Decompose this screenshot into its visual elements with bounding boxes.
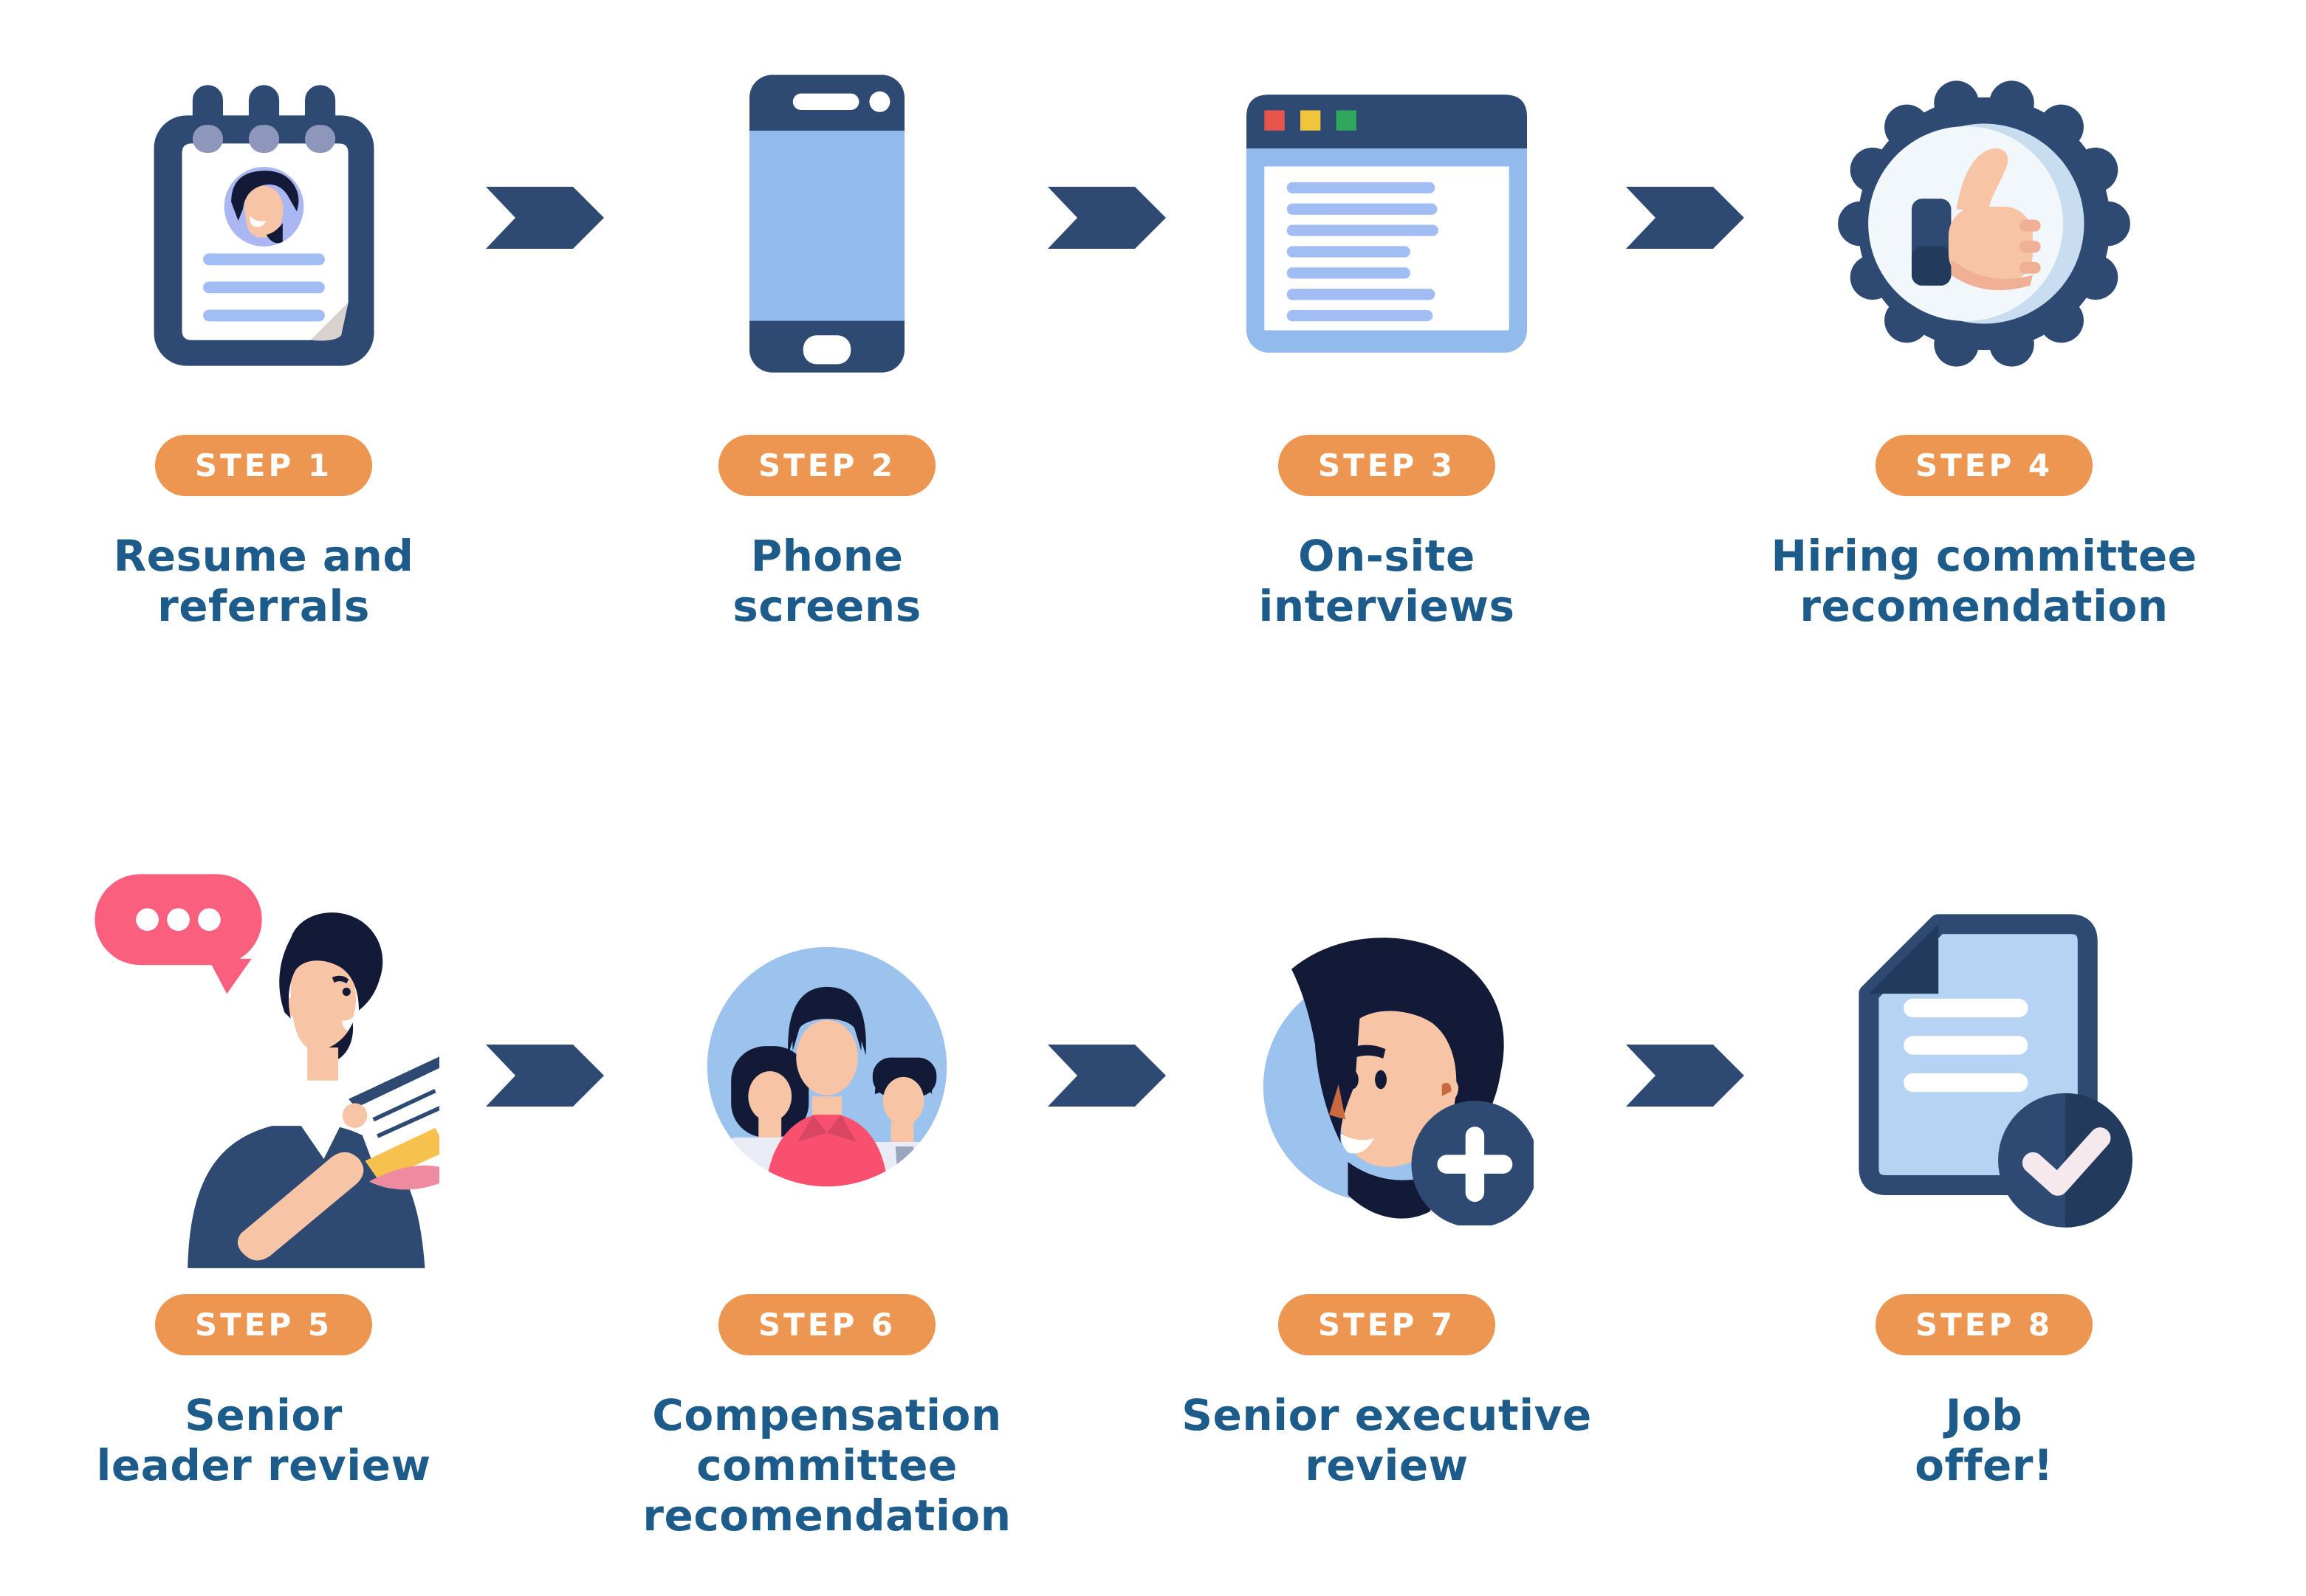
step-1: STEP 1 Resume and referrals [5, 22, 522, 632]
step-3-title: On-site interviews [1258, 531, 1515, 631]
step-6-badge: STEP 6 [718, 1294, 936, 1355]
step-1-badge: STEP 1 [154, 435, 373, 496]
step-6-title: Compensation committee recomendation [642, 1390, 1012, 1541]
executive-person-add-icon [1240, 860, 1534, 1273]
step-4-badge: STEP 4 [1875, 435, 2093, 496]
step-6: STEP 6 Compensation committee recomendat… [569, 860, 1085, 1541]
step-5: STEP 5 Senior leader review [5, 860, 522, 1491]
step-2: STEP 2 Phone screens [569, 22, 1085, 632]
arrow-icon [1048, 1045, 1166, 1107]
step-7-title: Senior executive review [1181, 1390, 1592, 1490]
committee-group-icon [701, 860, 953, 1273]
step-1-title: Resume and referrals [113, 531, 414, 631]
job-offer-document-icon [1829, 860, 2140, 1273]
step-8: STEP 8 Job offer! [1726, 860, 2242, 1491]
arrow-icon [486, 1045, 604, 1107]
step-4-title: Hiring committee recomendation [1771, 531, 2197, 631]
phone-icon [739, 22, 915, 424]
step-8-badge: STEP 8 [1875, 1294, 2093, 1355]
arrow-icon [1048, 187, 1166, 249]
step-5-title: Senior leader review [96, 1390, 431, 1490]
resume-notepad-icon [135, 22, 393, 424]
step-4: STEP 4 Hiring committee recomendation [1726, 22, 2242, 632]
arrow-icon [1626, 187, 1744, 249]
step-8-title: Job offer! [1915, 1390, 2053, 1490]
step-3: STEP 3 On-site interviews [1128, 22, 1645, 632]
step-2-badge: STEP 2 [718, 435, 936, 496]
reviewer-person-icon [89, 860, 439, 1273]
arrow-icon [486, 187, 604, 249]
step-5-badge: STEP 5 [154, 1294, 373, 1355]
step-7-badge: STEP 7 [1277, 1294, 1496, 1355]
browser-window-icon [1246, 22, 1527, 424]
step-2-title: Phone screens [732, 531, 922, 631]
step-7: STEP 7 Senior executive review [1128, 860, 1645, 1491]
step-3-badge: STEP 3 [1277, 435, 1496, 496]
arrow-icon [1626, 1045, 1744, 1107]
thumbs-up-badge-icon [1833, 22, 2135, 424]
